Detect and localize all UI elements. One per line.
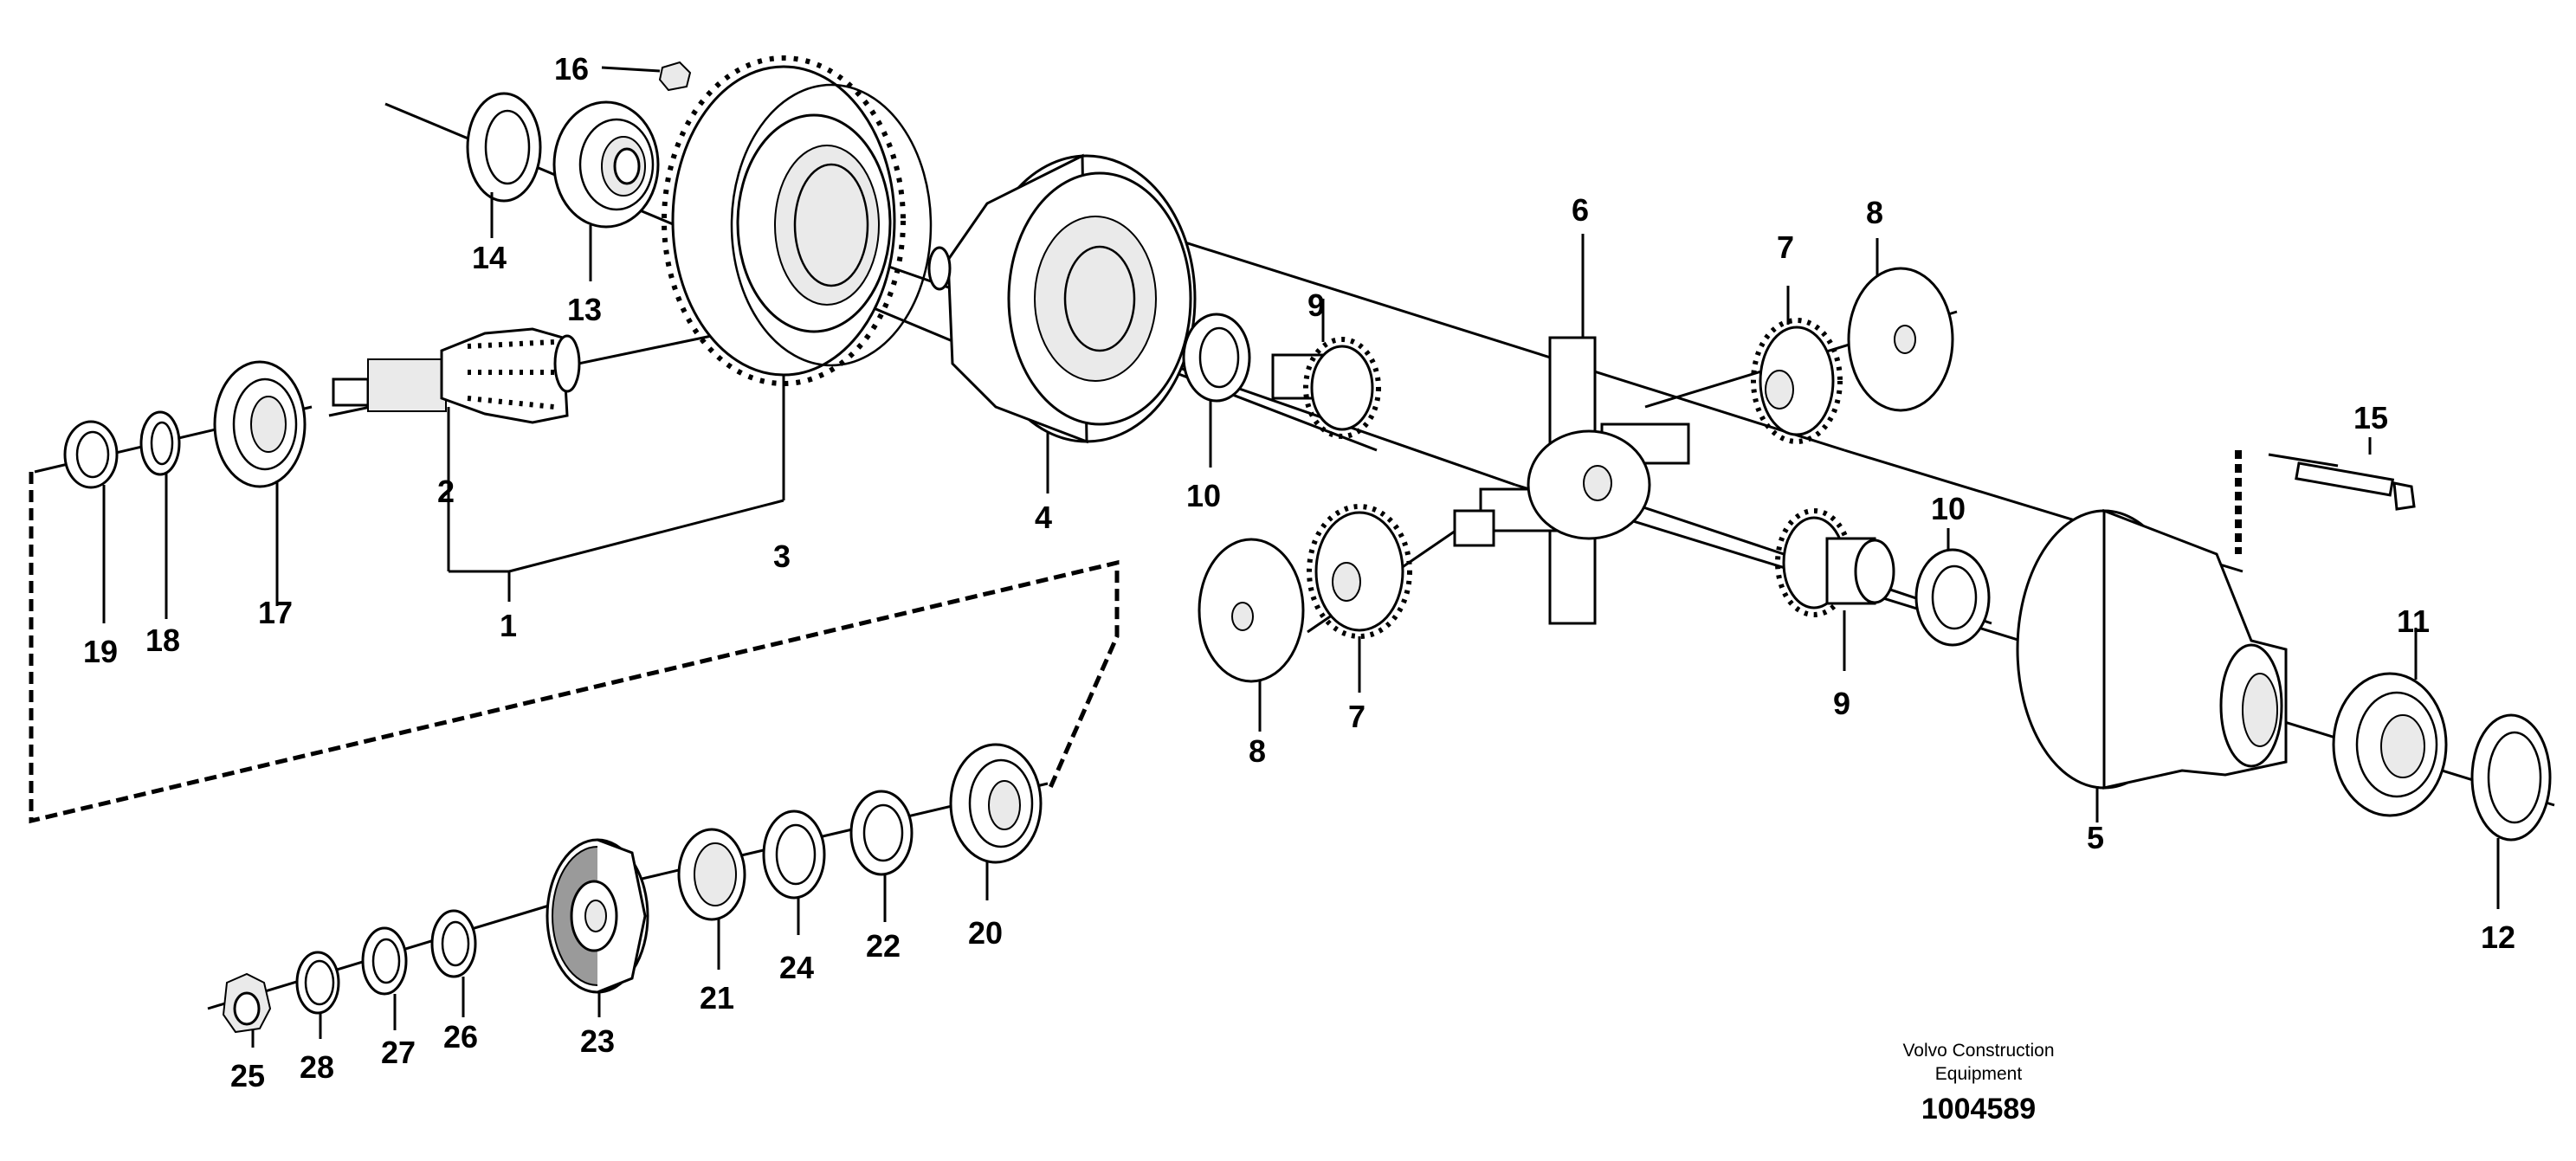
side-gear-9-upper bbox=[1271, 299, 1381, 439]
spider-cross bbox=[1453, 234, 1690, 625]
label-17: 17 bbox=[258, 595, 293, 630]
label-15: 15 bbox=[2353, 400, 2388, 435]
company-name-line2: Equipment bbox=[1935, 1064, 2023, 1084]
label-14: 14 bbox=[472, 240, 507, 275]
seal-ring bbox=[466, 92, 542, 238]
diff-housing-right bbox=[2016, 508, 2288, 822]
label-7-lower: 7 bbox=[1348, 699, 1365, 734]
diff-housing-left bbox=[927, 153, 1197, 493]
footer: Volvo Construction Equipment 1004589 bbox=[1902, 1041, 2054, 1126]
thrust-washer-10-upper bbox=[1182, 313, 1251, 468]
bearing-top bbox=[552, 100, 660, 281]
label-26: 26 bbox=[443, 1019, 478, 1055]
label-6: 6 bbox=[1572, 192, 1589, 228]
label-24: 24 bbox=[779, 950, 814, 985]
thrust-washer-8-upper bbox=[1847, 238, 1954, 412]
label-23: 23 bbox=[580, 1023, 615, 1059]
label-9-upper: 9 bbox=[1307, 287, 1325, 323]
label-10-lower: 10 bbox=[1931, 491, 1966, 526]
dashed-assembly-bracket bbox=[29, 472, 1120, 824]
label-21: 21 bbox=[700, 980, 734, 1016]
label-9-lower: 9 bbox=[1833, 686, 1850, 721]
label-25: 25 bbox=[230, 1058, 265, 1093]
side-gear-9-lower bbox=[1775, 508, 1895, 671]
label-8-upper: 8 bbox=[1866, 195, 1883, 230]
seal-19 bbox=[63, 420, 119, 623]
small-nut bbox=[601, 61, 692, 92]
label-20: 20 bbox=[968, 915, 1003, 951]
label-12: 12 bbox=[2481, 919, 2515, 955]
pinion-shaft bbox=[332, 327, 581, 485]
label-19: 19 bbox=[83, 634, 118, 669]
nut-25 bbox=[222, 972, 272, 1048]
lock-washer-26 bbox=[430, 909, 477, 1017]
seal-24 bbox=[762, 809, 826, 935]
part-number-labels: 16 14 13 2 3 1 17 18 19 4 10 9 6 7 8 15 … bbox=[83, 51, 2515, 1093]
flange-23 bbox=[546, 838, 649, 1017]
label-1: 1 bbox=[500, 608, 517, 643]
seal-12 bbox=[2470, 713, 2552, 909]
label-10-upper: 10 bbox=[1186, 478, 1221, 513]
side-gear-7-lower bbox=[1307, 504, 1412, 693]
thrust-washer-8-lower bbox=[1198, 538, 1305, 732]
bolt-15 bbox=[2235, 437, 2416, 554]
ring-gear bbox=[662, 55, 933, 386]
lock-washer-27 bbox=[361, 926, 408, 1030]
company-name-line1: Volvo Construction bbox=[1902, 1041, 2054, 1061]
seal-21 bbox=[677, 828, 746, 970]
document-number: 1004589 bbox=[1921, 1093, 2036, 1126]
side-gear-7-upper bbox=[1751, 286, 1843, 444]
label-18: 18 bbox=[145, 622, 180, 658]
bearing-11 bbox=[2332, 628, 2448, 817]
seal-22 bbox=[849, 790, 914, 922]
label-22: 22 bbox=[866, 928, 901, 964]
label-13: 13 bbox=[567, 292, 602, 327]
label-5: 5 bbox=[2087, 820, 2104, 855]
label-3: 3 bbox=[773, 539, 791, 574]
label-4: 4 bbox=[1035, 500, 1052, 535]
label-11: 11 bbox=[2397, 603, 2430, 639]
bearing-17 bbox=[213, 360, 307, 606]
washer-18 bbox=[139, 410, 181, 619]
label-27: 27 bbox=[381, 1035, 416, 1070]
thrust-washer-10-lower bbox=[1914, 528, 1991, 647]
snap-ring-28 bbox=[295, 951, 340, 1039]
bearing-20 bbox=[949, 743, 1043, 900]
label-2: 2 bbox=[437, 474, 455, 509]
label-7-upper: 7 bbox=[1777, 229, 1794, 265]
label-28: 28 bbox=[300, 1049, 334, 1085]
label-16: 16 bbox=[554, 51, 589, 87]
label-8-lower: 8 bbox=[1249, 733, 1266, 769]
